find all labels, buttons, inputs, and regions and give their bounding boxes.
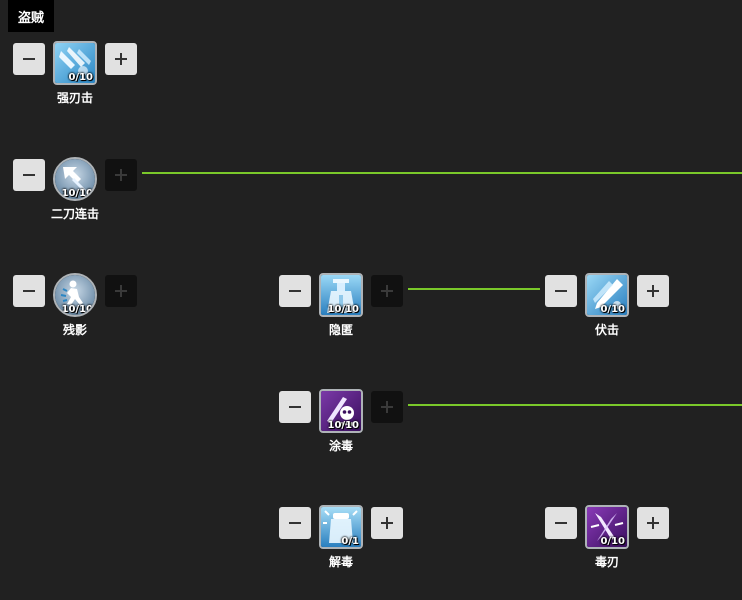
plus-icon [647,285,659,297]
stealth-icon [321,275,361,315]
skill-name: 二刀连击 [50,207,99,221]
connector-line [408,288,540,290]
minus-icon [289,522,301,524]
plus-icon [115,169,127,181]
poison-blade-icon [587,507,627,547]
antidote-icon [321,507,361,547]
decrease-button[interactable] [279,507,311,539]
afterimage-icon [55,275,95,315]
skill-node: 0/1 解毒 [279,505,403,585]
increase-button[interactable] [105,43,137,75]
skill-node: 10/10 二刀连击 [13,157,137,237]
skill-icon-button[interactable]: 10/10 [53,273,97,317]
skill-name: 涂毒 [328,439,353,453]
connector-line [142,172,742,174]
skill-name: 强刃击 [56,91,93,105]
plus-icon [115,285,127,297]
increase-button[interactable] [371,275,403,307]
increase-button[interactable] [637,275,669,307]
plus-icon [381,285,393,297]
decrease-button[interactable] [13,43,45,75]
skill-icon-button[interactable]: 0/10 [53,41,97,85]
increase-button[interactable] [371,507,403,539]
skill-level: 0/1 [341,536,359,547]
plus-icon [381,517,393,529]
skill-node: 10/10 残影 [13,273,137,353]
skill-name: 解毒 [328,555,353,569]
minus-icon [555,522,567,524]
skill-icon-button[interactable]: 0/10 [585,273,629,317]
dual-blade-icon [55,159,95,199]
plus-icon [647,517,659,529]
skill-icon-button[interactable]: 0/1 [319,505,363,549]
skill-icon-button[interactable]: 10/10 [319,273,363,317]
skill-level: 10/10 [61,188,93,199]
skill-node: 0/10 伏击 [545,273,669,353]
skill-icon-button[interactable]: 10/10 [319,389,363,433]
skill-name: 伏击 [594,323,619,337]
connector-line [408,404,742,406]
skill-level: 0/10 [68,72,93,83]
class-tab-rogue[interactable]: 盗贼 [8,0,54,32]
increase-button[interactable] [371,391,403,423]
increase-button[interactable] [637,507,669,539]
minus-icon [23,290,35,292]
ambush-icon [587,275,627,315]
minus-icon [23,174,35,176]
skill-level: 0/10 [600,304,625,315]
plus-icon [381,401,393,413]
minus-icon [555,290,567,292]
skill-level: 10/10 [61,304,93,315]
minus-icon [23,58,35,60]
poison-coat-icon [321,391,361,431]
increase-button[interactable] [105,275,137,307]
decrease-button[interactable] [545,275,577,307]
minus-icon [289,290,301,292]
decrease-button[interactable] [545,507,577,539]
skill-level: 0/10 [600,536,625,547]
skill-node: 10/10 隐匿 [279,273,403,353]
plus-icon [115,53,127,65]
blade-strike-icon [55,43,95,83]
increase-button[interactable] [105,159,137,191]
skill-name: 残影 [62,323,87,337]
skill-node: 10/10 涂毒 [279,389,403,469]
decrease-button[interactable] [13,159,45,191]
skill-level: 10/10 [327,420,359,431]
decrease-button[interactable] [279,275,311,307]
skill-icon-button[interactable]: 10/10 [53,157,97,201]
decrease-button[interactable] [13,275,45,307]
minus-icon [289,406,301,408]
skill-name: 毒刃 [594,555,619,569]
skill-node: 0/10 毒刃 [545,505,669,585]
skill-icon-button[interactable]: 0/10 [585,505,629,549]
decrease-button[interactable] [279,391,311,423]
skill-node: 0/10 强刃击 [13,41,137,121]
skill-name: 隐匿 [328,323,353,337]
skill-level: 10/10 [327,304,359,315]
